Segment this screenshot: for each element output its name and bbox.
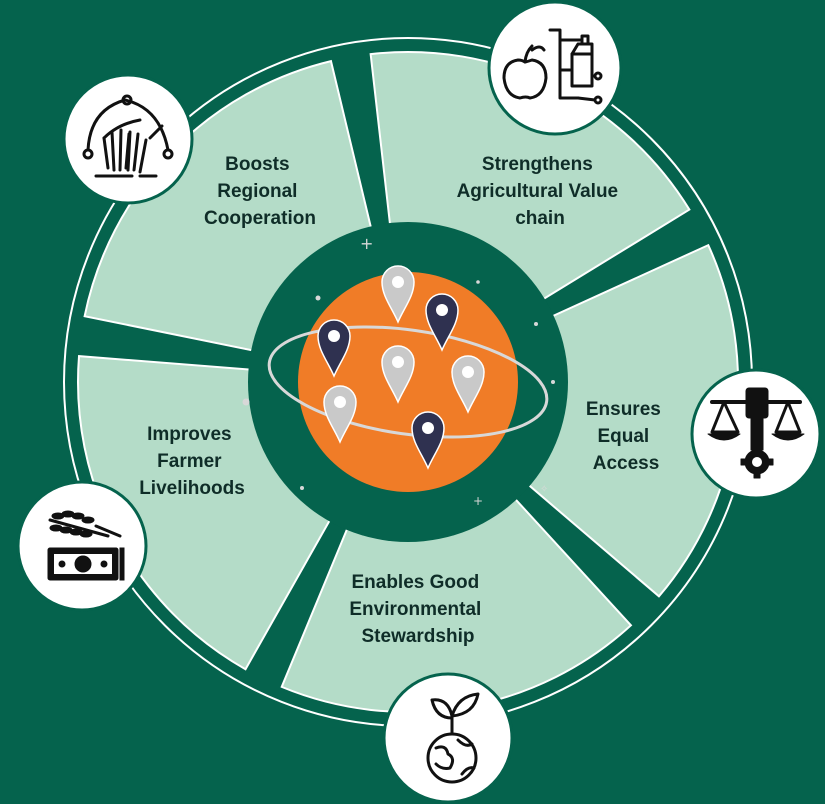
location-pin-icon [317, 319, 351, 378]
sprouting-globe-icon [382, 672, 514, 804]
label-livelihoods: Improves Farmer Livelihoods [139, 424, 245, 499]
location-pin-icon [381, 345, 415, 404]
location-pin-icon [425, 293, 459, 352]
label-value-chain: Strengthens Agricultural Value chain [457, 154, 624, 229]
orbit-ring [267, 325, 549, 439]
svg-text:✧: ✧ [540, 484, 548, 495]
hands-cooperation-icon [62, 73, 194, 205]
location-pins [317, 265, 485, 470]
location-pin-icon [451, 355, 485, 414]
svg-text:+: + [360, 234, 373, 253]
label-cooperation: Boosts Regional Cooperation [204, 154, 316, 229]
scales-justice-icon [690, 368, 822, 500]
location-pin-icon [323, 385, 357, 444]
wheat-money-icon [16, 480, 148, 612]
label-stewardship: Enables Good Environmental Stewardship [349, 572, 486, 647]
svg-text:+: + [473, 494, 483, 508]
location-pin-icon [411, 411, 445, 470]
segment-labels: Boosts Regional Cooperation Strengthens … [139, 154, 666, 647]
sparkles: + + ✧ [242, 234, 555, 508]
center-globe: + + ✧ [242, 222, 568, 542]
icon-badges [16, 0, 822, 804]
label-equal-access: Ensures Equal Access [586, 399, 666, 474]
location-pin-icon [381, 265, 415, 324]
apple-value-chain-icon [487, 0, 623, 136]
